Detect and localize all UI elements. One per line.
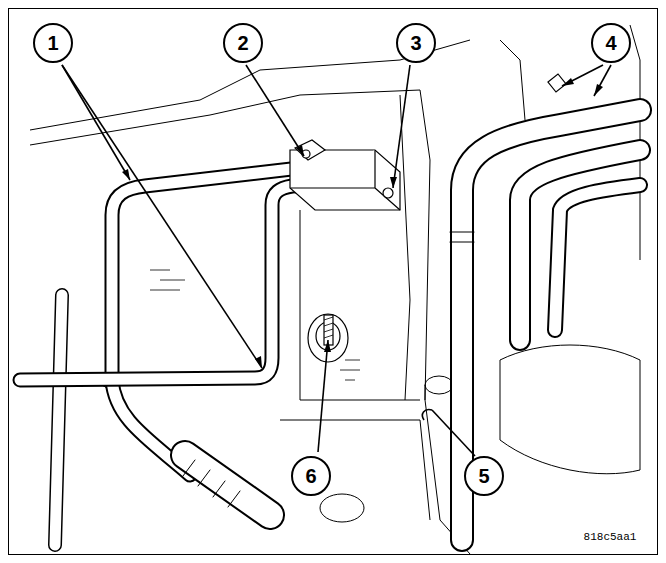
figure-frame [9,9,658,555]
callout-number: 3 [399,26,433,60]
callout-circles [34,24,630,495]
stud [308,314,348,362]
callout-number: 2 [226,26,260,60]
callout-number: 1 [36,26,70,60]
refrigerant-lines [20,168,345,515]
figure-code: 818c5aa1 [584,530,637,544]
heater-hoses [450,74,640,540]
callout-number: 4 [594,26,628,60]
left-rod [55,295,62,545]
background-body-lines [30,25,640,554]
block-fitting [290,140,400,210]
leader-arrowheads [122,78,603,368]
callout-number: 5 [467,459,501,493]
leader-lines [62,65,611,456]
callout-number: 6 [294,459,328,493]
